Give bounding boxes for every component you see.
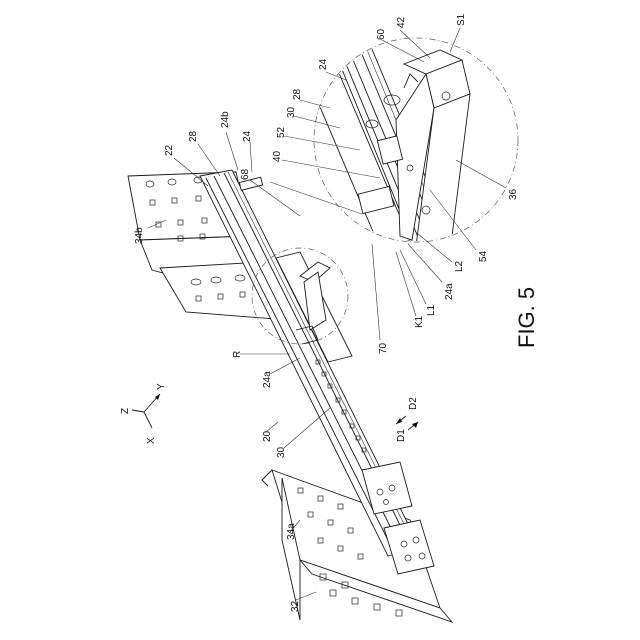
- figure-caption: FIG. 5: [514, 287, 539, 348]
- label-60: 60: [376, 28, 387, 40]
- label-24a-upper: 24a: [444, 283, 455, 300]
- label-22: 22: [164, 144, 175, 156]
- label-32: 32: [290, 600, 301, 612]
- label-30-upper: 30: [286, 106, 297, 118]
- label-D2: D2: [408, 397, 419, 410]
- label-40: 40: [272, 150, 283, 162]
- label-42: 42: [396, 16, 407, 28]
- label-70: 70: [378, 342, 389, 354]
- label-20: 20: [262, 430, 273, 442]
- label-L2: L2: [454, 260, 465, 272]
- label-L1: L1: [426, 304, 437, 316]
- label-24b: 24b: [220, 111, 231, 128]
- label-54: 54: [478, 250, 489, 262]
- label-68: 68: [240, 168, 251, 180]
- axis-z-label: Z: [120, 408, 131, 414]
- label-K1: K1: [414, 315, 425, 328]
- detail-view: [300, 30, 518, 270]
- label-28-lower: 28: [188, 130, 199, 142]
- label-36: 36: [508, 188, 519, 200]
- label-24-lower: 24: [242, 130, 253, 142]
- direction-arrows: [396, 416, 418, 430]
- label-24a-lower: 24a: [262, 371, 273, 388]
- label-34b: 34b: [134, 227, 145, 244]
- label-R: R: [232, 351, 243, 358]
- label-S1: S1: [456, 13, 467, 26]
- label-D1: D1: [396, 429, 407, 442]
- axis-x-label: X: [146, 437, 157, 444]
- axis-indicator: Y Z X: [120, 383, 167, 444]
- label-28-upper: 28: [292, 88, 303, 100]
- label-30-lower: 30: [276, 446, 287, 458]
- label-34a: 34a: [286, 523, 297, 540]
- label-52: 52: [276, 126, 287, 138]
- axis-y-label: Y: [156, 383, 167, 390]
- label-24-upper: 24: [318, 58, 329, 70]
